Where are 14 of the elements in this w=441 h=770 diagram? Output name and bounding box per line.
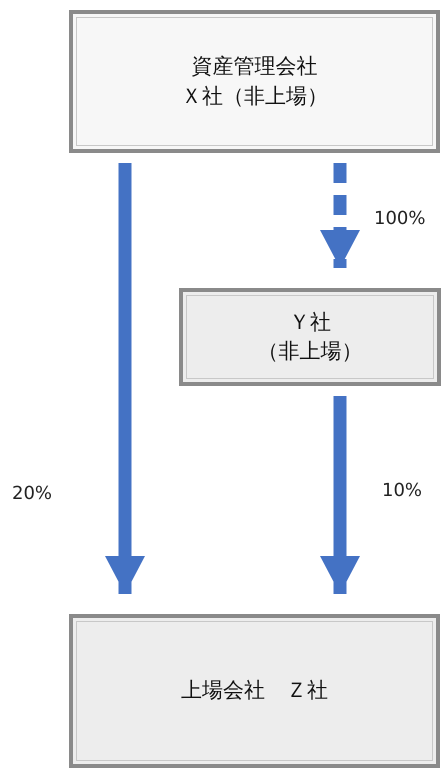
arrow [320, 163, 360, 268]
edge-label: 100% [374, 208, 426, 229]
company-box [69, 614, 440, 768]
arrow [105, 163, 145, 594]
arrow [320, 396, 360, 594]
edge-label: 10% [382, 480, 422, 501]
company-name: （非上場） [258, 338, 362, 365]
company-name: Ｘ社（非上場） [181, 82, 328, 110]
company-name: 上場会社 Ｚ社 [181, 677, 328, 704]
company-name: Ｙ社 [289, 308, 331, 336]
edge-label: 20% [12, 483, 52, 504]
company-name: 資産管理会社 [192, 53, 318, 80]
company-box [179, 288, 441, 386]
company-box [69, 10, 440, 153]
